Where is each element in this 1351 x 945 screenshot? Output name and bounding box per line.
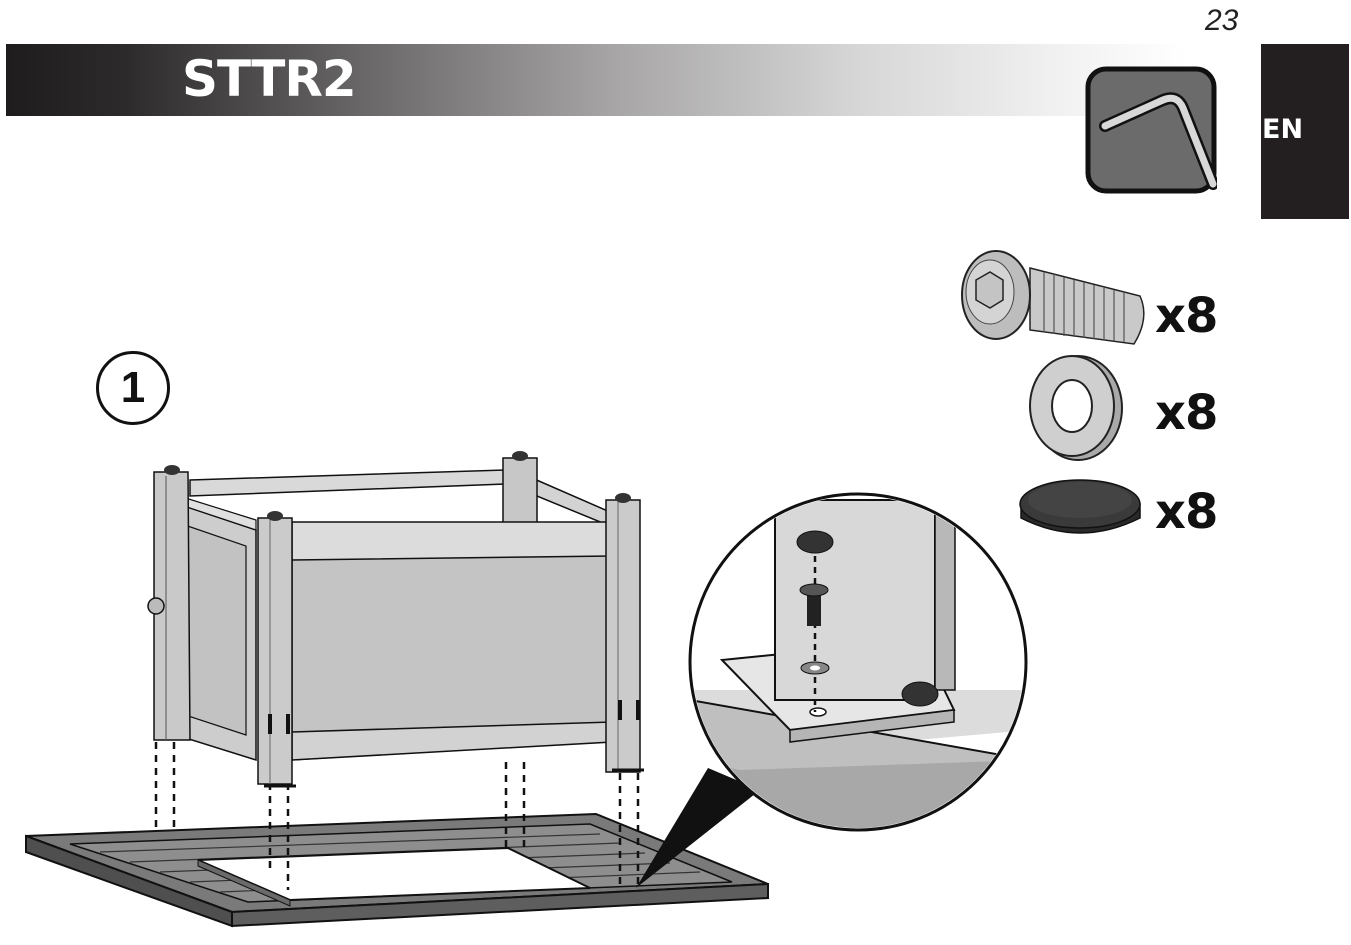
- bolt-quantity: x8: [1155, 288, 1218, 344]
- base-frame: [25, 812, 769, 928]
- allen-key-icon: [1085, 66, 1217, 194]
- washer-quantity: x8: [1155, 385, 1218, 441]
- step-number: 1: [96, 351, 170, 425]
- button-head-bolt-icon: [961, 250, 1145, 345]
- planter-box: [147, 451, 644, 788]
- header-bar: [6, 44, 1186, 116]
- detail-callout: [636, 492, 1028, 888]
- cap-quantity: x8: [1155, 484, 1218, 540]
- language-tab: [1261, 44, 1349, 219]
- cap-icon: [1019, 479, 1141, 534]
- page-number: 23: [1205, 4, 1239, 37]
- washer-icon: [1029, 355, 1123, 461]
- page-title: STTR2: [182, 50, 357, 108]
- language-label: EN: [1262, 114, 1304, 145]
